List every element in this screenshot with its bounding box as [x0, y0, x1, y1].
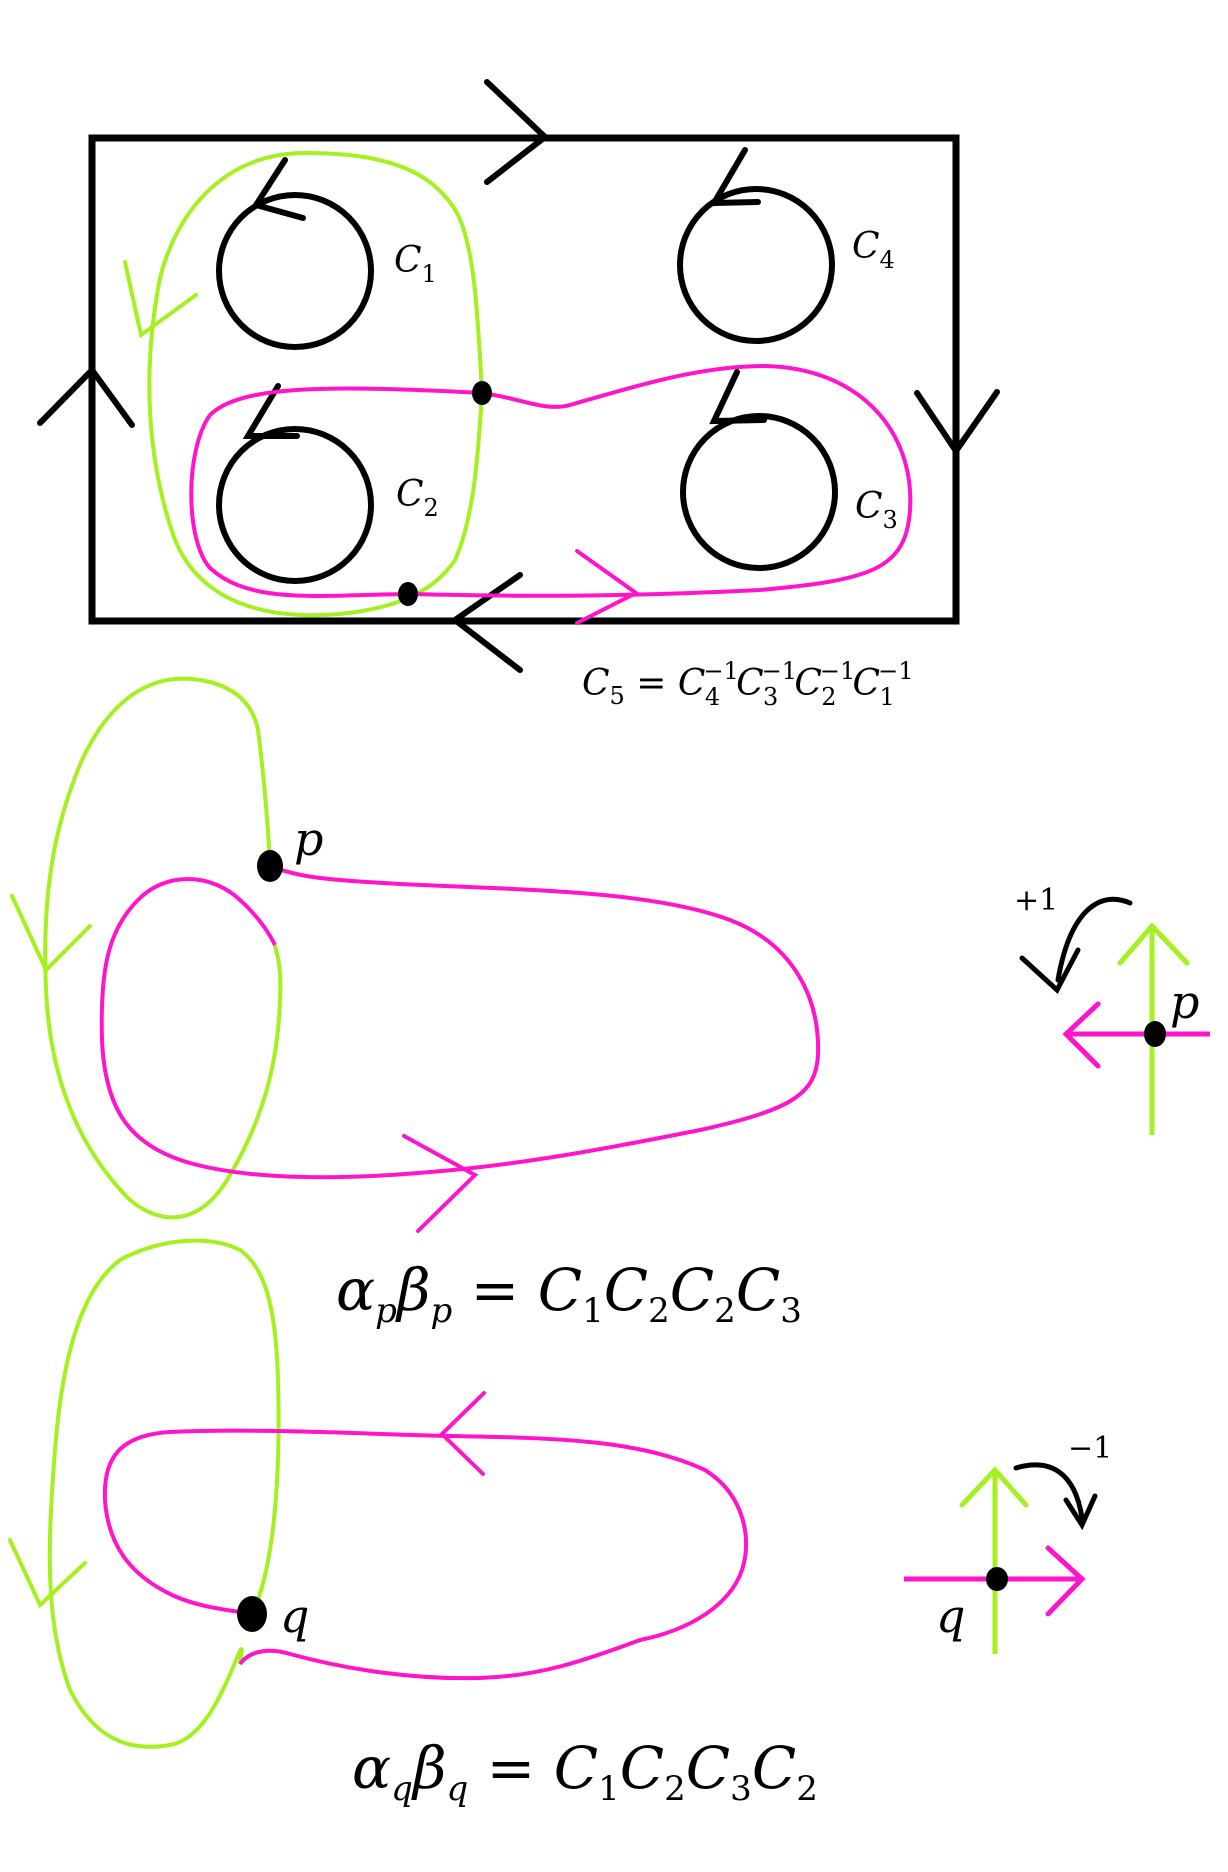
q-local-dot: [986, 1567, 1008, 1591]
point-q-label: q: [280, 1589, 309, 1643]
circle-c2: [216, 383, 374, 584]
point-p-label: p: [294, 812, 323, 866]
top-intersection-dot-lower: [398, 582, 418, 606]
q-section: q q −1 αqβq = C1C2C3C2: [8, 1238, 1112, 1809]
q-rotation-arrow: [1013, 1462, 1085, 1521]
p-sign-label: +1: [1014, 883, 1058, 918]
p-local-picture: p +1: [1014, 883, 1210, 1135]
green-loop-top-arrow: [123, 260, 198, 339]
label-c1: C1: [394, 240, 437, 288]
q-sign-label: −1: [1068, 1431, 1112, 1466]
circle-c3: [680, 369, 838, 571]
green-loop-p-arrow: [10, 894, 92, 974]
formula-q: αqβq = C1C2C3C2: [352, 1734, 818, 1809]
p-section: p p +1 αpβp = C1C2C2C3: [10, 676, 1210, 1331]
magenta-loop-q: [102, 1428, 749, 1681]
magenta-loop-top-arrow: [575, 549, 640, 625]
top-edge-arrow: [484, 79, 550, 185]
label-c3: C3: [855, 486, 898, 534]
magenta-loop-q-arrow: [439, 1391, 486, 1476]
p-rotation-arrow: [1055, 896, 1133, 983]
label-c2: C2: [396, 474, 439, 522]
formula-p: αpβp = C1C2C2C3: [336, 1256, 802, 1331]
magenta-loop-top: [189, 363, 913, 598]
point-p: [257, 850, 283, 882]
label-c4: C4: [852, 226, 895, 274]
green-loop-top: [147, 150, 485, 618]
q-local-label: q: [936, 1589, 965, 1643]
green-loop-q: [47, 1238, 281, 1749]
magenta-loop-p-arrow: [402, 1134, 479, 1233]
fundamental-rectangle: [88, 134, 960, 625]
top-intersection-dot-upper: [472, 381, 492, 405]
p-local-label: p: [1170, 975, 1199, 1029]
circle-c4: [677, 147, 835, 344]
p-local-dot: [1144, 1021, 1166, 1047]
right-edge-arrow: [914, 389, 1000, 457]
left-edge-arrow: [37, 365, 135, 428]
bottom-edge-arrow: [449, 572, 523, 673]
green-loop-p: [43, 676, 283, 1220]
q-local-picture: q −1: [904, 1431, 1112, 1654]
point-q: [237, 1596, 267, 1632]
green-loop-q-arrow: [8, 1538, 87, 1609]
magenta-loop-p: [99, 864, 821, 1180]
circle-c1: [216, 157, 374, 350]
